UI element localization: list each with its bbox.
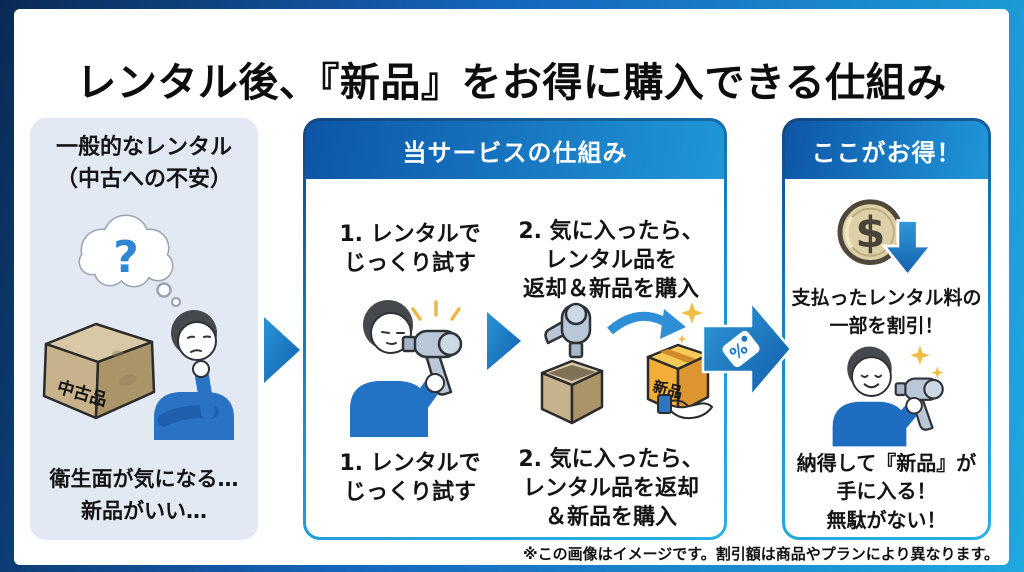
infographic-canvas: レンタル後、『新品』をお得に購入できる仕組み 一般的なレンタル （中古への不安）…: [14, 9, 1009, 565]
return-and-purchase-illustration: 新品: [540, 302, 715, 425]
coin-discount-icon: $: [837, 199, 935, 278]
benefits-panel-body: $ 支払ったレンタル料の 一部を割引！: [785, 179, 988, 537]
hair-dryer-down-icon: [544, 302, 592, 359]
down-arrow-icon: [881, 218, 935, 278]
left-panel-title: 一般的なレンタル （中古への不安）: [55, 135, 232, 192]
panel-general-rental: 一般的なレンタル （中古への不安） ?: [30, 118, 258, 540]
thought-cloud-icon: ?: [78, 214, 182, 308]
benefit-new-item-text: 納得して『新品』が 手に入る！ 無駄がない！: [796, 451, 977, 532]
sparkle-rays-icon: [411, 300, 461, 321]
step1-label-top: 1. レンタルで じっくり試す: [339, 222, 481, 277]
step2-label-top: 2. 気に入ったら、 レンタル品を 返却＆新品を購入: [518, 219, 704, 303]
benefits-panel-header: ここがお得！: [785, 121, 988, 179]
question-mark: ?: [113, 232, 139, 283]
hair-dryer-icon: [894, 377, 944, 431]
hair-dryer-icon: [401, 300, 463, 396]
step2-label-bottom: 2. 気に入ったら、 レンタル品を返却 ＆新品を購入: [518, 447, 704, 531]
curved-arrow-head-icon: [660, 309, 686, 339]
return-box-icon: [540, 359, 604, 425]
new-box-icon: 新品: [646, 343, 710, 415]
happy-person-illustration: [832, 345, 944, 447]
discount-arrow-icon: %: [701, 300, 793, 398]
flow-arrow-right-icon: [264, 317, 300, 383]
sparkle-icon: [910, 345, 944, 379]
main-title: レンタル後、『新品』をお得に購入できる仕組み: [76, 59, 947, 106]
footnote: ※この画像はイメージです。割引額は商品やプランにより異なります。: [523, 545, 999, 563]
person-testing-dryer-illustration: [350, 300, 463, 437]
step1-label-bottom: 1. レンタルで じっくり試す: [339, 451, 481, 506]
dollar-symbol: $: [855, 208, 885, 258]
panel-service-mechanism: 当サービスの仕組み 1. レンタルで じっくり試す 2. 気に入ったら、 レンタ…: [303, 118, 727, 540]
flow-arrow-right-icon: [487, 312, 521, 370]
percent-tag-icon: %: [722, 330, 760, 368]
curved-arrow-icon: [607, 311, 673, 335]
service-panel-body: 1. レンタルで じっくり試す 2. 気に入ったら、 レンタル品を 返却＆新品を…: [306, 179, 724, 537]
service-panel-header: 当サービスの仕組み: [306, 121, 724, 179]
used-box-icon: 中古品: [42, 322, 156, 420]
giving-hand-icon: [657, 394, 713, 420]
thinking-person-illustration: [154, 310, 234, 440]
panel-benefits: ここがお得！ $ 支払ったレンタル料の 一部を割引！: [782, 118, 991, 540]
benefit-discount-text: 支払ったレンタル料の 一部を割引！: [791, 287, 982, 337]
left-panel-caption: 衛生面が気になる… 新品がいい…: [49, 467, 239, 523]
